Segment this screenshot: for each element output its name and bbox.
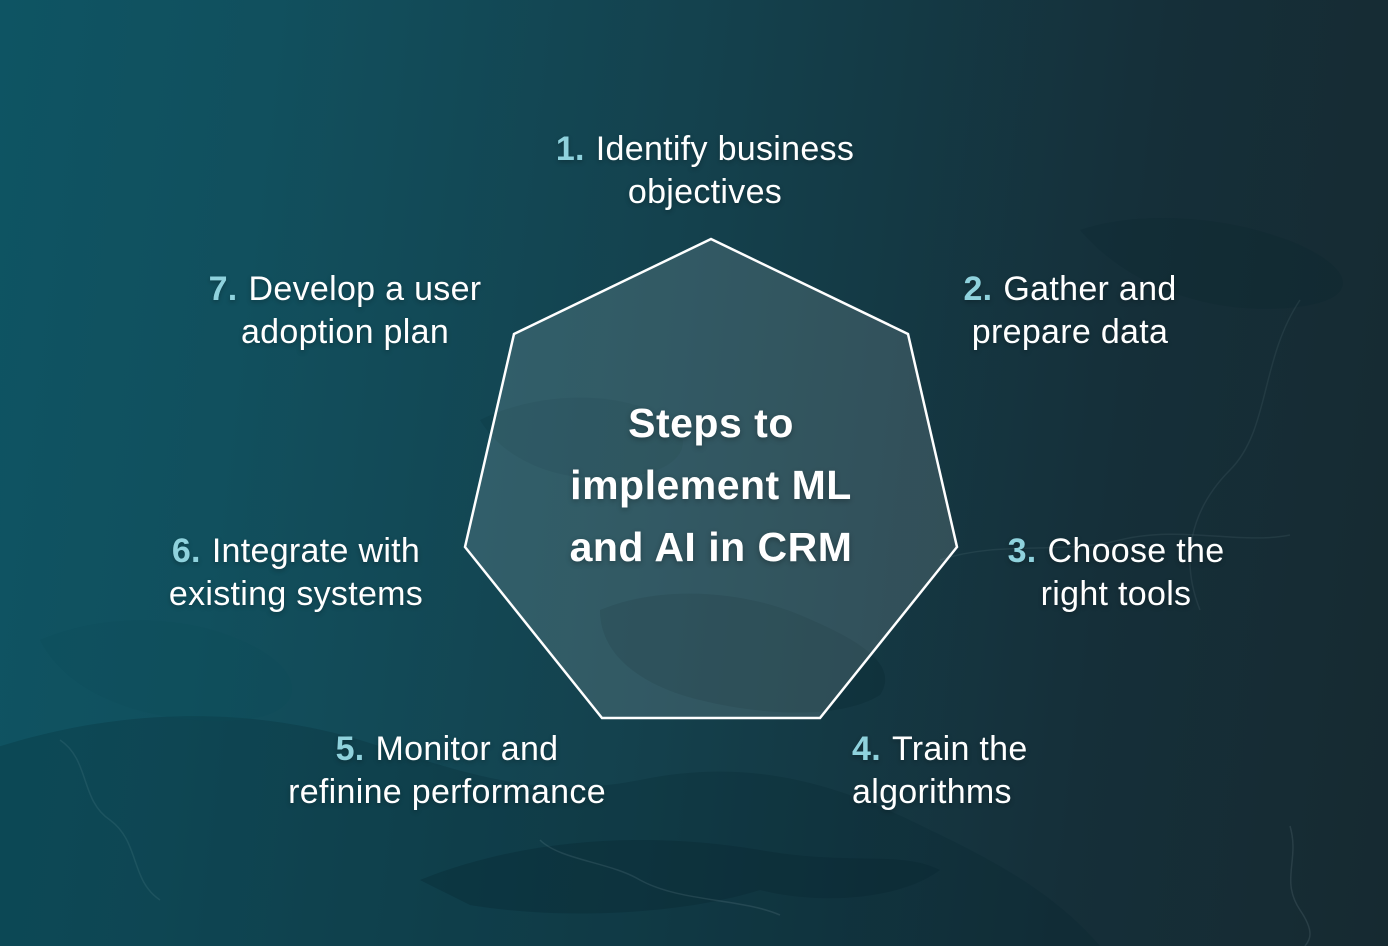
title-line-3: and AI in CRM: [569, 524, 853, 570]
step-7-text: Develop a user: [248, 270, 482, 308]
step-2-number: 2.: [963, 270, 993, 308]
step-2-line-2: prepare data: [971, 313, 1169, 351]
step-1-number: 1.: [555, 130, 585, 168]
step-7: 7. Develop a user adoption plan: [145, 268, 545, 354]
step-5-text: Monitor and: [375, 730, 559, 768]
step-6-line-2: existing systems: [168, 575, 424, 613]
step-2: 2. Gather and prepare data: [870, 268, 1270, 354]
step-6-number: 6.: [171, 532, 201, 570]
step-6-line-1: 6. Integrate with: [96, 530, 496, 573]
step-6: 6. Integrate with existing systems: [96, 530, 496, 616]
step-3-line-2: right tools: [1040, 575, 1192, 613]
step-4-line-1: 4. Train the: [852, 728, 1252, 771]
step-6-text: Integrate with: [211, 532, 421, 570]
step-7-line-1: 7. Develop a user: [145, 268, 545, 311]
step-4-line-2: algorithms: [852, 773, 1012, 811]
step-3-line-1: 3. Choose the: [916, 530, 1316, 573]
step-5: 5. Monitor and refinine performance: [197, 728, 697, 814]
step-7-line-2: adoption plan: [240, 313, 450, 351]
step-1: 1. Identify business objectives: [455, 128, 955, 214]
step-3: 3. Choose the right tools: [916, 530, 1316, 616]
step-3-text: Choose the: [1047, 532, 1225, 570]
step-5-number: 5.: [335, 730, 365, 768]
step-1-line-2: objectives: [627, 173, 783, 211]
step-3-number: 3.: [1007, 532, 1037, 570]
step-4-text: Train the: [891, 730, 1028, 768]
title-line-2: implement ML: [570, 462, 852, 508]
step-5-line-2: refinine performance: [288, 773, 606, 811]
step-4: 4. Train the algorithms: [852, 728, 1252, 814]
step-1-text: Identify business: [595, 130, 855, 168]
step-7-number: 7.: [208, 270, 238, 308]
step-5-line-1: 5. Monitor and: [197, 728, 697, 771]
step-2-text: Gather and: [1003, 270, 1177, 308]
step-2-line-1: 2. Gather and: [870, 268, 1270, 311]
title-line-1: Steps to: [628, 400, 794, 446]
diagram-title: Steps to implement ML and AI in CRM: [461, 392, 961, 578]
step-1-line-1: 1. Identify business: [455, 128, 955, 171]
step-4-number: 4.: [852, 730, 881, 768]
